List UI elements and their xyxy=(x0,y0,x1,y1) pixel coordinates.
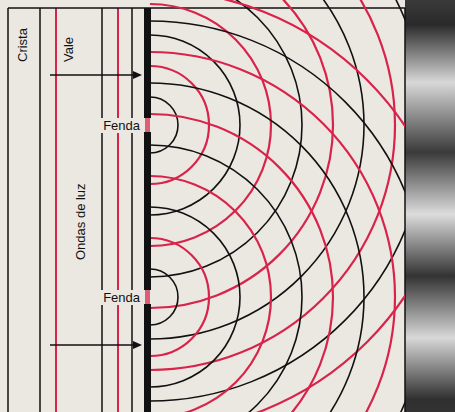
crest-line xyxy=(101,8,103,412)
slit-label: Fenda xyxy=(101,118,142,133)
trough-arc xyxy=(150,176,271,412)
trough-arc xyxy=(150,114,333,412)
crest-arc xyxy=(150,145,302,412)
axis-label: Ondas de luz xyxy=(74,183,87,260)
crest-arc xyxy=(150,0,302,277)
axis-label: Vale xyxy=(62,37,75,62)
crest-arc xyxy=(150,0,405,401)
crest-arc xyxy=(150,35,240,215)
crest-line xyxy=(131,8,133,412)
slit xyxy=(145,118,150,132)
trough-line xyxy=(55,8,57,412)
frame-line xyxy=(8,7,405,9)
barrier xyxy=(144,304,151,412)
trough-line xyxy=(117,8,119,412)
direction-arrow xyxy=(50,344,136,346)
frame-line xyxy=(404,8,406,412)
trough-arc xyxy=(150,238,209,356)
barrier xyxy=(144,8,151,118)
circular-waves xyxy=(150,0,405,412)
trough-arc xyxy=(150,0,405,412)
barrier xyxy=(144,132,151,290)
arrowhead xyxy=(133,341,142,349)
frame-line xyxy=(7,8,9,412)
slit xyxy=(145,290,150,304)
screen-pattern xyxy=(405,0,455,412)
trough-arc xyxy=(150,0,333,308)
slit-label: Fenda xyxy=(101,290,142,305)
axis-label: Crista xyxy=(16,28,29,62)
direction-arrow xyxy=(50,74,136,76)
trough-arc xyxy=(150,0,405,412)
crest-line xyxy=(39,8,41,412)
arrowhead xyxy=(133,71,142,79)
crest-arc xyxy=(150,269,178,325)
crest-arc xyxy=(150,207,240,387)
trough-arc xyxy=(150,52,395,412)
